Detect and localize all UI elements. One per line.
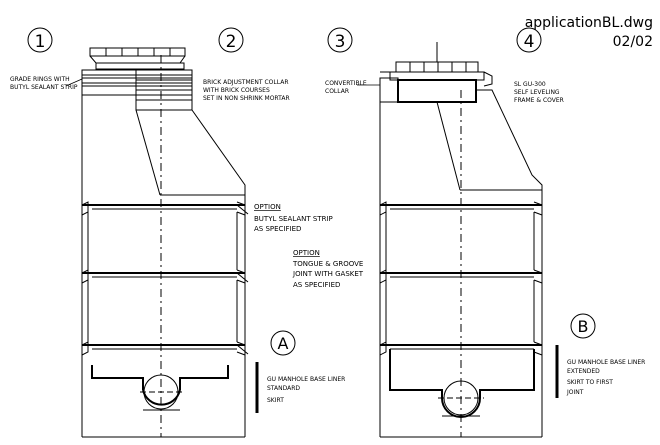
section-marker-a-label: A xyxy=(278,334,289,353)
section-marker-b-label: B xyxy=(578,317,589,336)
drawing-filename: applicationBL.dwg xyxy=(525,15,653,31)
note-convertible-line1: CONVERTIBLE xyxy=(325,80,367,87)
note-liner-a-line3: SKIRT xyxy=(267,397,284,404)
note-liner-a-line1: GU MANHOLE BASE LINER xyxy=(267,376,345,383)
note-frame-line1: SL GU-300 xyxy=(514,81,546,88)
callout-circle-1: 1 xyxy=(27,27,53,53)
note-liner-b-line1: GU MANHOLE BASE LINER xyxy=(567,359,645,366)
section-marker-a: A xyxy=(270,330,296,356)
note-brick-collar-line3: SET IN NON SHRINK MORTAR xyxy=(203,95,290,102)
note-liner-a-line2: STANDARD xyxy=(267,385,300,392)
note-brick-collar-line1: BRICK ADJUSTMENT COLLAR xyxy=(203,79,288,86)
callout-number-2: 2 xyxy=(226,32,237,52)
note-convertible-line2: COLLAR xyxy=(325,88,349,95)
note-option2-line2: JOINT WITH GASKET xyxy=(292,270,364,278)
callout-number-1: 1 xyxy=(35,32,46,52)
note-option1-line1: BUTYL SEALANT STRIP xyxy=(254,215,333,223)
note-frame-line2: SELF LEVELING xyxy=(514,89,560,96)
note-frame-line3: FRAME & COVER xyxy=(514,97,564,104)
note-grade-rings-line1: GRADE RINGS WITH xyxy=(10,76,70,83)
note-liner-b-line2: EXTENDED xyxy=(567,368,600,375)
note-liner-b-line4: JOINT xyxy=(566,389,584,396)
drawing-sheet-number: 02/02 xyxy=(613,34,653,50)
note-option2-title: OPTION xyxy=(293,249,320,257)
callout-number-3: 3 xyxy=(335,32,346,52)
note-grade-rings-line2: BUTYL SEALANT STRIP xyxy=(10,84,78,91)
callout-number-4: 4 xyxy=(524,32,535,52)
callout-circle-2: 2 xyxy=(218,27,244,53)
note-option1-line2: AS SPECIFIED xyxy=(254,225,301,233)
callout-circle-4: 4 xyxy=(516,27,542,53)
note-liner-b-line3: SKIRT TO FIRST xyxy=(567,379,613,386)
manhole-right xyxy=(379,42,543,438)
note-option2-line3: AS SPECIFIED xyxy=(293,281,340,289)
note-brick-collar-line2: WITH BRICK COURSES xyxy=(203,87,270,94)
manhole-left xyxy=(81,47,249,438)
note-option2-line1: TONGUE & GROOVE xyxy=(292,260,363,268)
section-marker-b: B xyxy=(570,313,596,339)
note-option1-title: OPTION xyxy=(254,203,281,211)
callout-circle-3: 3 xyxy=(327,27,353,53)
